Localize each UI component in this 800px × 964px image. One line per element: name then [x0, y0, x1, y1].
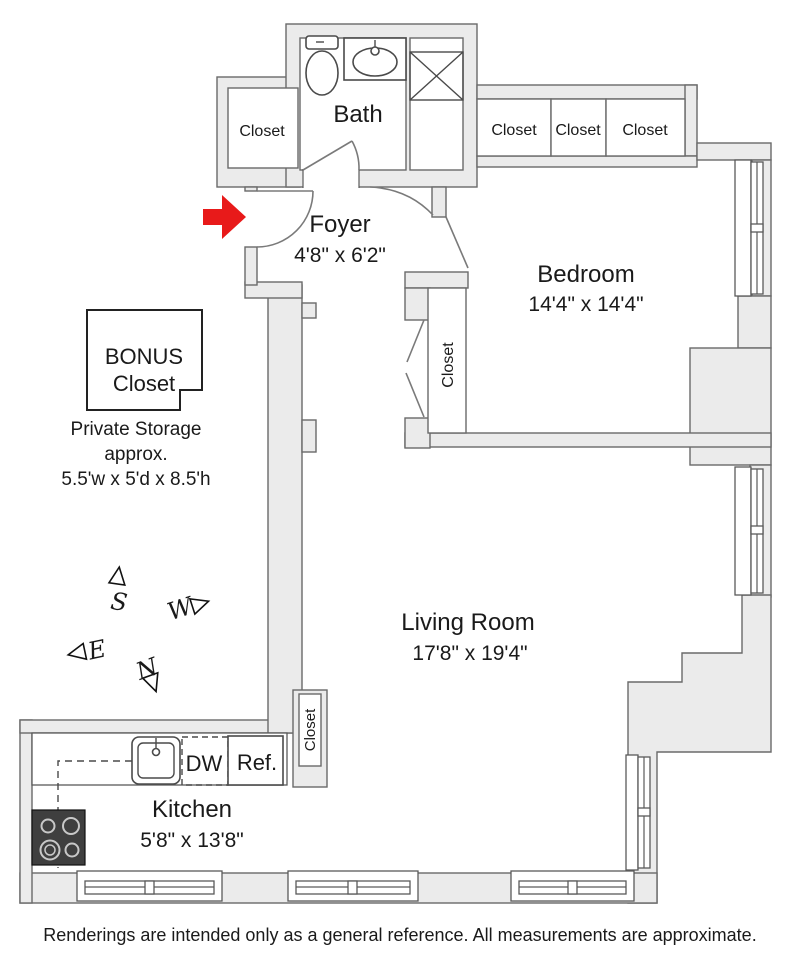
- wall-segment: [267, 284, 303, 734]
- sink-faucet-icon: [370, 46, 380, 56]
- stove-burner-icon: [39, 839, 61, 861]
- window-mullion: [750, 525, 764, 535]
- kitchen-dims: 5'8" x 13'8": [140, 829, 244, 852]
- bonus-closet-box: [86, 309, 203, 411]
- bath-closet-box: [227, 87, 299, 169]
- compass-arrow-south: [107, 565, 126, 587]
- window-mullion: [347, 880, 358, 895]
- dishwasher-label: DW: [186, 751, 223, 776]
- foyer-label: Foyer: [309, 211, 370, 238]
- window-sill: [734, 466, 752, 596]
- stove-burner-icon: [64, 842, 80, 858]
- stove-icon: [31, 809, 86, 866]
- window-sill: [625, 754, 639, 871]
- compass-arrow-west: [188, 597, 211, 616]
- entry-arrow-icon: [203, 195, 246, 239]
- wall-segment: [244, 246, 258, 286]
- hall-closet-box-1: [476, 98, 552, 157]
- bedroom-closet-label: Closet: [440, 342, 457, 388]
- bonus-closet-title-line1: BONUS: [105, 344, 183, 369]
- hall-closet-box-3: [605, 98, 686, 157]
- closet-bifold-door: [405, 372, 425, 418]
- living-room-label: Living Room: [401, 609, 534, 636]
- shower-icon: [409, 51, 464, 101]
- wall-segment: [476, 155, 698, 168]
- entry-door-arc: [256, 190, 314, 248]
- compass-arrow-east: [66, 642, 88, 661]
- compass-label-east: E: [85, 634, 109, 665]
- bedroom-closet-box: [427, 287, 467, 434]
- window-mullion: [144, 880, 155, 895]
- window-mullion: [637, 807, 651, 817]
- kitchen-fixtures: [31, 732, 288, 868]
- stove-burner-icon: [62, 817, 80, 835]
- wall-segment: [684, 84, 698, 157]
- windows: [76, 159, 764, 902]
- compass-arrow-north: [141, 671, 159, 694]
- kitchen-closet-box: [298, 693, 322, 767]
- wall-pilaster: [301, 302, 317, 319]
- closet-door-stub: [404, 417, 431, 449]
- hall-closet-label-3: Closet: [622, 122, 668, 139]
- wall-segment: [19, 719, 303, 734]
- wall-segment: [737, 295, 772, 349]
- wall-segment: [431, 186, 447, 218]
- entry-door-jamb: [244, 186, 258, 192]
- closet-bifold-door: [406, 319, 425, 363]
- bath-label: Bath: [333, 101, 382, 128]
- kitchen-label: Kitchen: [152, 796, 232, 823]
- kitchen-faucet-icon: [151, 747, 161, 757]
- foyer-dims: 4'8" x 6'2": [294, 244, 386, 267]
- bedroom-door-leaf: [445, 216, 469, 269]
- doors: [256, 140, 469, 418]
- bath-closet-label: Closet: [239, 123, 285, 140]
- stove-burner-icon: [44, 844, 56, 856]
- wall-segment: [696, 142, 772, 161]
- stove-burner-icon: [40, 818, 56, 834]
- bath-door-leaf: [302, 140, 353, 171]
- bedroom-dims: 14'4" x 14'4": [528, 293, 643, 316]
- window-mullion: [567, 880, 578, 895]
- private-storage-note-line1: Private Storage: [71, 419, 202, 440]
- closet-door-stub: [404, 287, 431, 321]
- compass-label-south: S: [109, 587, 129, 617]
- bath-fixtures: [305, 35, 464, 101]
- wall-segment: [244, 281, 303, 299]
- hall-closet-label-2: Closet: [555, 122, 601, 139]
- shower-column-box: [409, 37, 464, 171]
- wall-segment: [476, 84, 698, 100]
- bedroom-door-arc: [369, 186, 434, 216]
- bath-door-arc: [351, 140, 360, 171]
- refrigerator-box: [227, 735, 284, 786]
- private-storage-note-line3: 5.5'w x 5'd x 8.5'h: [61, 469, 210, 490]
- hall-closet-label-1: Closet: [491, 122, 537, 139]
- wall-segment: [404, 432, 772, 448]
- private-storage-note-line2: approx.: [104, 444, 167, 465]
- bedroom-label: Bedroom: [537, 261, 634, 288]
- window-sill: [734, 159, 752, 297]
- wall-segment: [19, 719, 33, 904]
- labels: Closet Bath Closet Closet Closet Foyer 4…: [43, 101, 756, 945]
- window-mullion: [750, 223, 764, 233]
- living-room-dims: 17'8" x 19'4": [412, 642, 527, 665]
- hall-closet-box-2: [550, 98, 607, 157]
- compass-rose: [66, 565, 211, 694]
- toilet-icon: [305, 50, 339, 96]
- kitchen-sink-icon: [131, 736, 181, 785]
- wall-pilaster: [301, 419, 317, 453]
- bonus-closet-title-line2: Closet: [113, 371, 175, 396]
- bath-door-opening: [303, 169, 359, 188]
- wall-segment: [404, 271, 469, 289]
- kitchen-closet-label: Closet: [302, 708, 319, 751]
- shower-icon: [409, 51, 464, 101]
- refrigerator-label: Ref.: [237, 750, 277, 775]
- disclaimer-text: Renderings are intended only as a genera…: [43, 925, 756, 945]
- compass-label-north: N: [131, 652, 162, 686]
